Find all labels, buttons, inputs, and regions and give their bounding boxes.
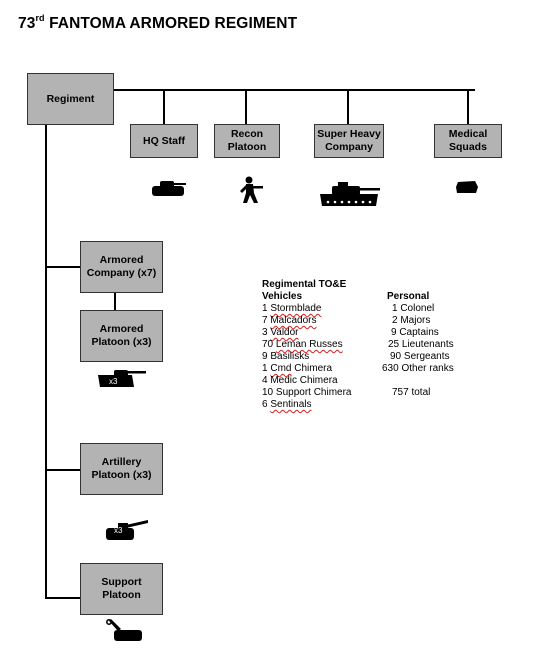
armored-platoon-box[interactable]: Armored Platoon (x3) — [80, 310, 163, 362]
armored-platoon-label: Armored Platoon (x3) — [91, 323, 152, 348]
vehicle-row: 10 Support Chimera — [262, 387, 352, 399]
vehicles-header: Vehicles — [262, 291, 303, 302]
personal-row: 1 Colonel — [392, 303, 435, 314]
personal-row: 9 Captains — [391, 327, 439, 338]
personal-row: 2 Majors — [392, 315, 431, 326]
medical-squads-box[interactable]: Medical Squads — [434, 124, 502, 158]
vehicle-count: 70 — [262, 339, 276, 350]
connector-armored-company — [45, 266, 81, 268]
vehicle-count: 6 — [262, 399, 271, 410]
connector-support — [45, 597, 81, 599]
vehicle-name-suffix: Chimera — [291, 363, 333, 374]
connector-superheavy — [347, 89, 349, 125]
personal-row: 630 Other ranks — [382, 363, 454, 374]
vehicle-count: 9 — [262, 351, 271, 362]
vehicle-count: 1 — [262, 303, 271, 314]
medic-chimera-icon — [456, 181, 478, 193]
toe-title: Regimental TO&E — [262, 279, 347, 290]
vehicle-name: Support Chimera — [275, 387, 352, 398]
personal-header: Personal — [387, 291, 430, 302]
infantry-soldier-icon — [240, 176, 263, 203]
super-heavy-company-label: Super Heavy Company — [317, 128, 381, 153]
medical-squads-label: Medical Squads — [448, 128, 488, 153]
super-heavy-tank-icon — [320, 182, 380, 206]
hq-staff-box[interactable]: HQ Staff — [130, 124, 198, 158]
chimera-tank-icon — [152, 181, 186, 196]
crane-vehicle-icon — [106, 619, 142, 641]
connector-hq — [163, 89, 165, 125]
artillery-badge: x3 — [114, 526, 123, 535]
vehicle-row: 7 Malcadors — [262, 315, 352, 327]
connector-top-horizontal — [113, 89, 475, 91]
page-title: 73rd FANTOMA ARMORED REGIMENT — [18, 13, 298, 33]
connector-artillery — [45, 469, 81, 471]
hq-staff-label: HQ Staff — [143, 134, 185, 147]
armored-company-label: Armored Company (x7) — [86, 254, 157, 279]
super-heavy-company-box[interactable]: Super Heavy Company — [314, 124, 384, 158]
vehicle-name: Basilisks — [270, 351, 310, 362]
vehicle-count: 3 — [262, 327, 271, 338]
personal-row: 757 total — [392, 387, 431, 398]
vehicle-row: 4 Medic Chimera — [262, 375, 352, 387]
personal-row: 25 Lieutenants — [388, 339, 454, 350]
artillery-platoon-box[interactable]: Artillery Platoon (x3) — [80, 443, 163, 495]
armored-badge: x3 — [109, 377, 118, 386]
support-platoon-box[interactable]: Support Platoon — [80, 563, 163, 615]
vehicle-count: 10 — [262, 387, 276, 398]
vehicle-row: 3 Valdor — [262, 327, 352, 339]
personal-row: 90 Sergeants — [390, 351, 450, 362]
connector-main-vertical — [45, 124, 47, 598]
connector-company-platoon — [114, 292, 116, 310]
vehicle-name: Medic Chimera — [270, 375, 338, 386]
artillery-platoon-label: Artillery Platoon (x3) — [91, 456, 152, 481]
vehicle-name: Valdor — [270, 327, 299, 338]
regiment-label: Regiment — [46, 92, 95, 105]
personal-row — [382, 375, 472, 387]
vehicle-count: 1 — [262, 363, 271, 374]
vehicle-name: Sentinals — [270, 399, 312, 410]
vehicle-row: 6 Sentinals — [262, 399, 352, 411]
vehicle-row: 1 Stormblade — [262, 303, 352, 315]
connector-recon — [245, 89, 247, 125]
regiment-box[interactable]: Regiment — [27, 73, 114, 125]
basilisk-artillery-icon: x3 — [106, 520, 148, 540]
vehicle-row: 9 Basilisks — [262, 351, 352, 363]
recon-platoon-box[interactable]: Recon Platoon — [214, 124, 280, 158]
connector-medical — [467, 89, 469, 125]
leman-russ-tank-icon: x3 — [98, 370, 146, 387]
recon-platoon-label: Recon Platoon — [227, 128, 267, 153]
vehicle-name: Cmd — [270, 363, 292, 374]
vehicle-count: 7 — [262, 315, 271, 326]
armored-company-box[interactable]: Armored Company (x7) — [80, 241, 163, 293]
vehicle-name: Stormblade — [270, 303, 322, 314]
vehicle-row: 1 Cmd Chimera — [262, 363, 352, 375]
support-platoon-label: Support Platoon — [101, 576, 142, 601]
vehicle-count: 4 — [262, 375, 271, 386]
vehicle-name: Malcadors — [270, 315, 317, 326]
toe-table: Regimental TO&E — [262, 279, 492, 291]
vehicle-row: 70 Leman Russes — [262, 339, 352, 351]
vehicle-name: Leman Russes — [275, 339, 343, 350]
